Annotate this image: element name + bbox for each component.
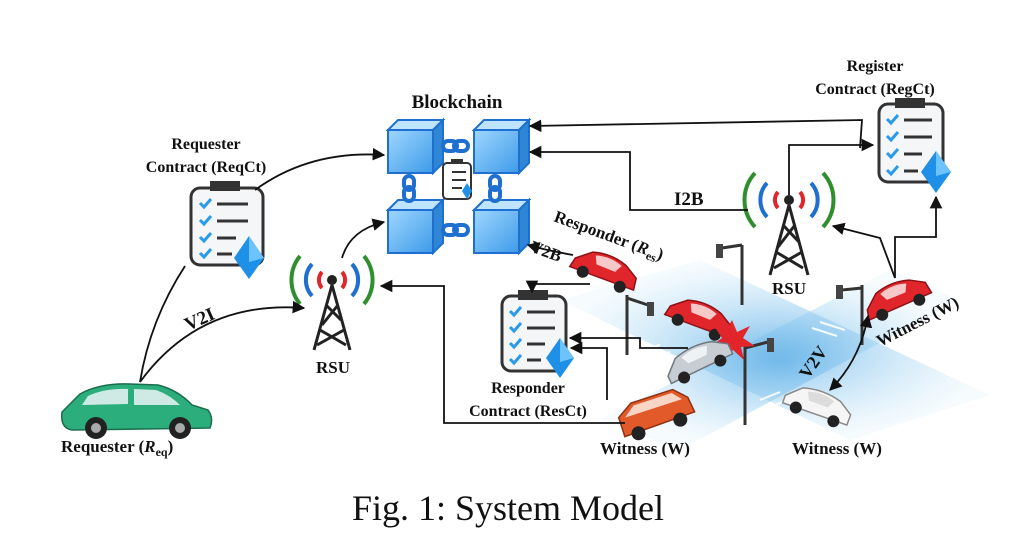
witness-left-label: Witness (W) — [600, 439, 690, 458]
connectors — [139, 119, 943, 424]
rsu-left: RSU — [289, 254, 375, 377]
tower-icon — [768, 204, 810, 276]
register-contract-line2: Contract (RegCt) — [815, 81, 935, 98]
responder-label-close: ) — [654, 244, 666, 264]
requester-car — [60, 383, 213, 439]
responder-label-symbol: R — [633, 237, 651, 259]
ethereum-icon — [234, 236, 264, 279]
reqct-to-blockchain-arrow — [254, 147, 386, 191]
responder-contract-line1: Responder — [491, 380, 565, 397]
rsu-to-regct-arrow — [788, 138, 875, 195]
figure-caption: Fig. 1: System Model — [352, 488, 664, 528]
register-contract: Register Contract (RegCt) — [815, 58, 951, 193]
requester-contract-line1: Requester — [171, 136, 240, 153]
chain-links — [402, 139, 502, 237]
responder-contract: Responder Contract (ResCt) — [469, 290, 587, 420]
requester-contract-line2: Contract (ReqCt) — [146, 159, 266, 176]
requester-to-reqct-line — [139, 265, 186, 383]
rsu-to-blockchain-arrow — [341, 218, 386, 259]
witness-to-rsu-left-arrow — [379, 279, 625, 424]
mini-contract-icon — [442, 159, 472, 200]
v2b-arrow — [526, 242, 574, 256]
rsu-right-label: RSU — [772, 279, 806, 298]
signal-waves — [742, 171, 836, 229]
v2i-label: V2I — [181, 304, 218, 336]
crash-burst-icon — [711, 320, 755, 360]
block-bottom-right — [471, 197, 532, 256]
witness-car-right — [866, 279, 933, 322]
block-bottom-left — [385, 197, 446, 256]
register-contract-line1: Register — [847, 58, 904, 75]
v2v-arrow — [829, 314, 873, 391]
crashed-silver-car — [667, 340, 734, 385]
silver-to-resct-arrow — [568, 331, 688, 349]
witness-car-left — [617, 388, 696, 441]
witness-car-center — [781, 387, 852, 428]
block-top-right — [471, 117, 532, 176]
requester-label-symbol: R — [143, 437, 155, 456]
responder-label-subscript: es — [644, 248, 658, 265]
block-top-left — [385, 117, 446, 176]
ethereum-icon — [921, 151, 951, 193]
requester-label-close: ) — [168, 437, 174, 456]
signal-waves — [289, 254, 375, 306]
tower-icon — [312, 284, 352, 351]
responder-label-text: Responder ( — [552, 207, 642, 255]
v2i-arrow — [139, 300, 306, 383]
requester-vehicle-label: Requester (Req) — [61, 437, 173, 459]
ethereum-icon — [546, 338, 574, 378]
rsu-left-label: RSU — [316, 358, 350, 377]
responder-car — [568, 251, 637, 293]
rsu-right: RSU — [742, 171, 836, 298]
witness-center-label: Witness (W) — [792, 439, 882, 458]
requester-contract: Requester Contract (ReqCt) — [146, 136, 266, 279]
crashed-red-car — [663, 299, 732, 341]
clipboard-icon — [500, 290, 568, 373]
responder-to-resct-arrow — [525, 280, 590, 294]
witness-to-rsu-arrow — [831, 222, 896, 279]
blockchain: Blockchain — [385, 92, 532, 256]
regct-to-blockchain-arrow — [528, 119, 863, 149]
requester-label-subscript: eq — [156, 445, 168, 459]
clipboard-icon — [877, 98, 945, 184]
v2b-label: V2B — [528, 237, 565, 266]
requester-label-text: Requester ( — [61, 437, 145, 456]
witness-left-to-resct-arrow — [569, 341, 608, 400]
i2b-arrow — [528, 145, 748, 211]
i2b-label: I2B — [674, 189, 704, 210]
blockchain-title: Blockchain — [412, 92, 503, 113]
witness-to-regct-arrow — [894, 195, 943, 278]
responder-contract-line2: Contract (ResCt) — [469, 403, 587, 420]
